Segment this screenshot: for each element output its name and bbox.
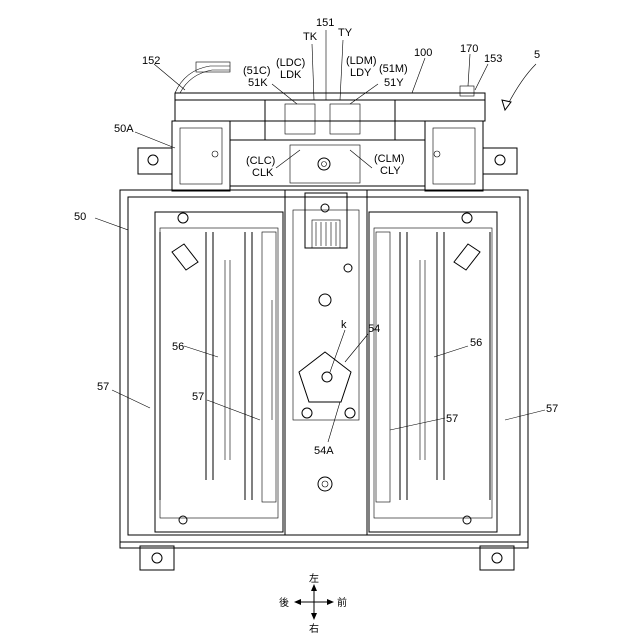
label-100: 100 xyxy=(414,47,432,59)
label-54: 54 xyxy=(368,323,380,335)
label-ty: TY xyxy=(338,27,353,39)
label-clc: (CLC) xyxy=(246,155,275,167)
compass-up-label: 左 xyxy=(309,572,319,585)
top-cover-assembly xyxy=(138,62,517,191)
label-50A: 50A xyxy=(114,123,134,135)
label-cly: CLY xyxy=(380,165,401,177)
compass-left-label: 後 xyxy=(279,596,289,609)
label-ldc: (LDC) xyxy=(276,57,305,69)
label-51k: 51K xyxy=(248,77,268,89)
label-clk: CLK xyxy=(252,167,274,179)
label-ldm: (LDM) xyxy=(346,55,377,67)
label-51c: (51C) xyxy=(243,65,271,77)
label-ldk: LDK xyxy=(280,69,302,81)
label-51y: 51Y xyxy=(384,77,404,89)
label-152: 152 xyxy=(142,55,160,67)
label-57-inner-left: 57 xyxy=(192,391,204,403)
label-153: 153 xyxy=(484,53,502,65)
label-k: k xyxy=(341,319,347,331)
label-56-left: 56 xyxy=(172,341,184,353)
label-57-far-right: 57 xyxy=(546,403,558,415)
label-clm: (CLM) xyxy=(374,153,405,165)
label-51m: (51M) xyxy=(379,63,408,75)
main-frame xyxy=(120,190,528,570)
label-151: 151 xyxy=(316,17,334,29)
orientation-compass: 左 右 後 前 xyxy=(279,572,347,635)
label-tk: TK xyxy=(303,31,318,43)
label-50: 50 xyxy=(74,211,86,223)
label-54A: 54A xyxy=(314,445,334,457)
label-5: 5 xyxy=(534,49,540,61)
compass-right-label: 前 xyxy=(337,596,347,609)
label-57-inner-right: 57 xyxy=(446,413,458,425)
label-ldy: LDY xyxy=(350,67,372,79)
label-56-right: 56 xyxy=(470,337,482,349)
left-bay xyxy=(155,212,283,532)
compass-down-label: 右 xyxy=(309,622,319,635)
label-57-far-left: 57 xyxy=(97,381,109,393)
label-170: 170 xyxy=(460,43,478,55)
right-bay xyxy=(369,212,497,532)
